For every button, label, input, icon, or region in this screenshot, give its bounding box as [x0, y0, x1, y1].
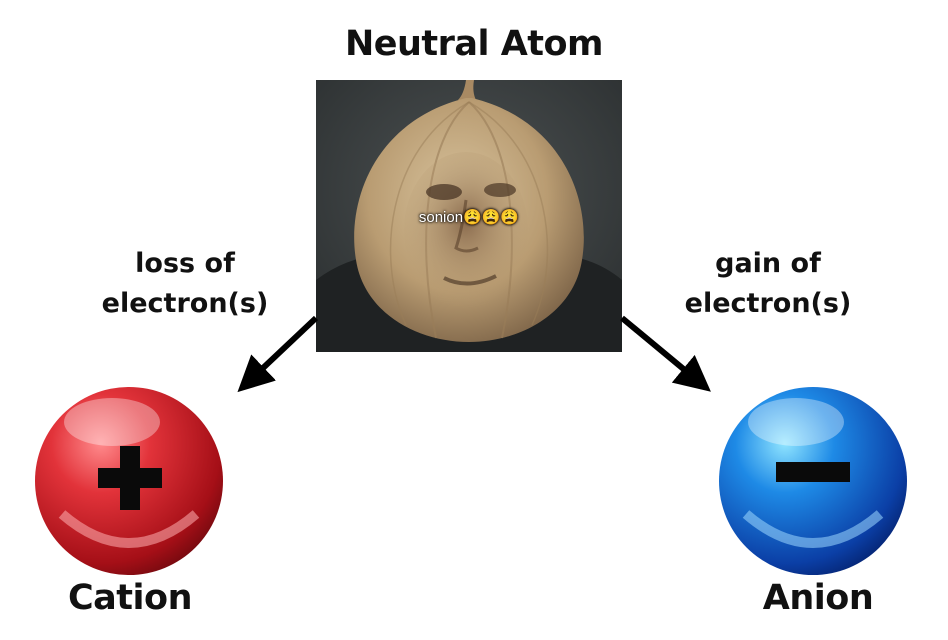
left-label-line-1: loss of: [135, 248, 235, 279]
plus-horizontal-bar: [98, 468, 162, 488]
arrow-to-cation: [237, 315, 319, 393]
right-label-line-1: gain of: [715, 248, 821, 279]
anion-label: Anion: [762, 578, 874, 618]
loss-of-electrons-label: loss of electron(s): [70, 244, 300, 324]
onion-face-photo: sonion😩😩😩: [316, 80, 622, 352]
image-caption: sonion😩😩😩: [418, 209, 520, 226]
cation-label: Cation: [68, 578, 193, 618]
left-label-line-2: electron(s): [101, 288, 269, 319]
diagram-title: Neutral Atom: [344, 24, 604, 64]
minus-bar: [776, 462, 850, 482]
cation-sphere-icon: [35, 387, 223, 575]
right-label-line-2: electron(s): [684, 288, 852, 319]
arrow-to-anion: [620, 315, 711, 392]
onion-illustration: [316, 80, 622, 352]
gain-of-electrons-label: gain of electron(s): [648, 244, 888, 324]
anion-sphere-icon: [719, 387, 907, 575]
